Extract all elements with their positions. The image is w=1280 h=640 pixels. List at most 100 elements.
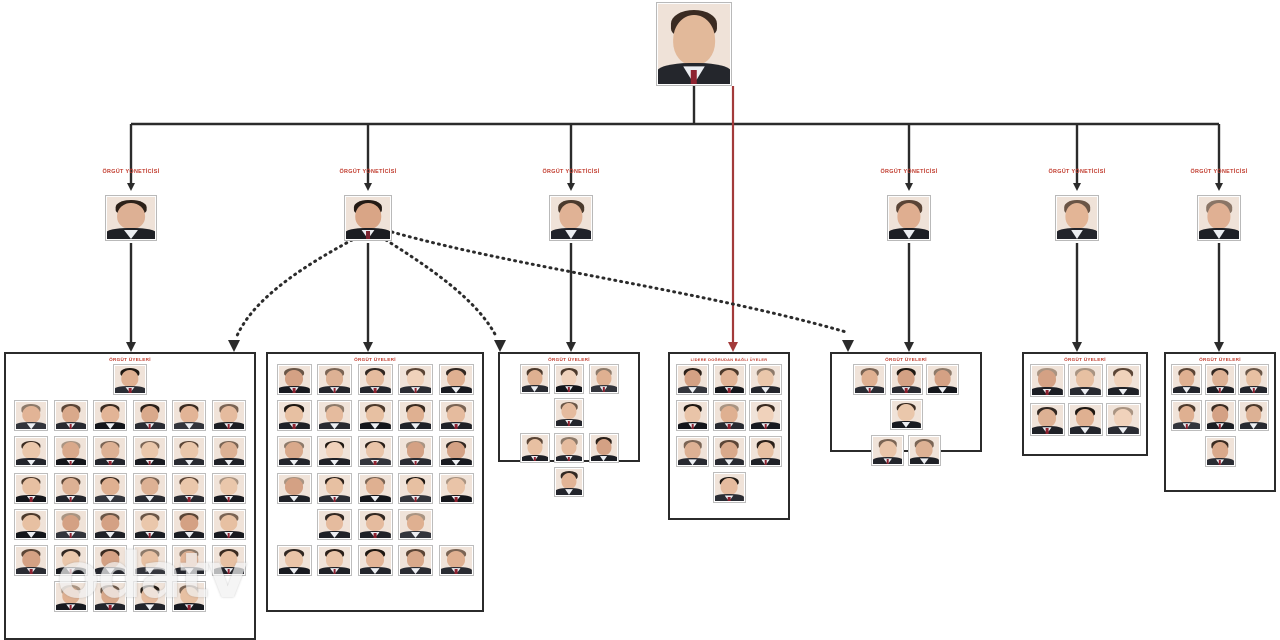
member-node[interactable]	[93, 436, 128, 471]
member-node[interactable]	[357, 436, 393, 471]
member-node[interactable]	[317, 545, 352, 580]
manager-node-3[interactable]	[549, 195, 593, 241]
member-node[interactable]	[132, 436, 167, 471]
member-node[interactable]	[554, 466, 584, 501]
member-node[interactable]	[14, 400, 49, 435]
member-node[interactable]	[132, 400, 167, 435]
member-node[interactable]	[276, 436, 312, 471]
member-node[interactable]	[712, 472, 746, 507]
member-node[interactable]	[132, 472, 167, 508]
member-node[interactable]	[14, 472, 49, 508]
member-node[interactable]	[172, 400, 207, 435]
member-node[interactable]	[1171, 400, 1202, 435]
member-node[interactable]	[712, 364, 746, 399]
member-node[interactable]	[749, 400, 782, 435]
manager-node-1[interactable]	[105, 195, 157, 241]
member-node[interactable]	[1029, 364, 1065, 401]
member-node[interactable]	[14, 436, 49, 471]
member-node[interactable]	[317, 508, 352, 544]
member-node[interactable]	[712, 436, 746, 471]
member-node[interactable]	[113, 364, 147, 399]
member-node[interactable]	[398, 545, 433, 580]
member-node[interactable]	[1204, 364, 1236, 399]
member-node[interactable]	[317, 436, 352, 471]
member-node[interactable]	[357, 545, 393, 580]
member-node[interactable]	[712, 400, 746, 435]
member-node[interactable]	[554, 397, 584, 432]
member-node[interactable]	[889, 364, 923, 399]
member-node[interactable]	[398, 472, 433, 508]
member-node[interactable]	[357, 364, 393, 399]
member-node[interactable]	[53, 545, 88, 580]
member-node[interactable]	[519, 364, 550, 398]
member-group-6[interactable]: ÖRGÜT ÜYELERİ	[1022, 352, 1148, 456]
member-node[interactable]	[211, 472, 246, 508]
member-node[interactable]	[14, 508, 49, 544]
member-node[interactable]	[357, 400, 393, 435]
member-node[interactable]	[1067, 364, 1103, 401]
member-node[interactable]	[749, 364, 782, 399]
member-node[interactable]	[357, 508, 393, 544]
member-node[interactable]	[1204, 436, 1236, 471]
member-node[interactable]	[132, 545, 167, 580]
member-node[interactable]	[317, 472, 352, 508]
member-node[interactable]	[676, 364, 709, 399]
member-node[interactable]	[276, 472, 312, 508]
member-node[interactable]	[53, 436, 88, 471]
manager-node-6[interactable]	[1197, 195, 1241, 241]
member-node[interactable]	[1204, 400, 1236, 435]
member-node[interactable]	[172, 581, 207, 616]
member-group-4-direct[interactable]: LİDERE DOĞRUDAN BAĞLI ÜYELER	[668, 352, 790, 520]
member-node[interactable]	[317, 364, 352, 399]
member-node[interactable]	[554, 433, 584, 467]
member-node[interactable]	[871, 435, 905, 470]
member-node[interactable]	[1171, 364, 1202, 399]
member-node[interactable]	[172, 472, 207, 508]
member-node[interactable]	[1029, 402, 1065, 440]
member-node[interactable]	[53, 472, 88, 508]
member-node[interactable]	[676, 436, 709, 471]
member-node[interactable]	[93, 472, 128, 508]
member-node[interactable]	[317, 400, 352, 435]
member-node[interactable]	[398, 436, 433, 471]
manager-node-2[interactable]	[344, 195, 392, 241]
member-node[interactable]	[676, 400, 709, 435]
manager-node-4[interactable]	[887, 195, 931, 241]
member-node[interactable]	[172, 508, 207, 544]
member-group-2[interactable]: ÖRGÜT ÜYELERİ	[266, 352, 484, 612]
member-node[interactable]	[438, 364, 474, 399]
member-node[interactable]	[14, 545, 49, 580]
member-node[interactable]	[438, 472, 474, 508]
member-node[interactable]	[907, 435, 941, 470]
member-node[interactable]	[519, 433, 550, 467]
member-group-3[interactable]: ÖRGÜT ÜYELERİ	[498, 352, 640, 497]
member-group-5[interactable]: ÖRGÜT ÜYELERİ	[830, 352, 982, 467]
member-group-1[interactable]: ÖRGÜT ÜYELERİ	[4, 352, 256, 640]
member-node[interactable]	[398, 364, 433, 399]
member-node[interactable]	[93, 545, 128, 580]
member-node[interactable]	[276, 364, 312, 399]
member-node[interactable]	[588, 433, 619, 467]
member-node[interactable]	[438, 436, 474, 471]
member-node[interactable]	[588, 364, 619, 398]
member-node[interactable]	[211, 545, 246, 580]
member-node[interactable]	[211, 400, 246, 435]
member-node[interactable]	[889, 398, 923, 434]
member-node[interactable]	[398, 400, 433, 435]
member-node[interactable]	[398, 508, 433, 544]
member-node[interactable]	[438, 545, 474, 580]
member-node[interactable]	[53, 508, 88, 544]
member-node[interactable]	[276, 400, 312, 435]
member-node[interactable]	[853, 364, 886, 399]
member-node[interactable]	[93, 400, 128, 435]
member-node[interactable]	[1238, 364, 1269, 399]
member-node[interactable]	[1105, 364, 1141, 401]
leader-node[interactable]	[656, 2, 732, 86]
manager-node-5[interactable]	[1055, 195, 1099, 241]
member-node[interactable]	[132, 581, 167, 616]
member-node[interactable]	[53, 400, 88, 435]
member-node[interactable]	[276, 545, 312, 580]
member-node[interactable]	[357, 472, 393, 508]
member-node[interactable]	[93, 508, 128, 544]
member-node[interactable]	[132, 508, 167, 544]
